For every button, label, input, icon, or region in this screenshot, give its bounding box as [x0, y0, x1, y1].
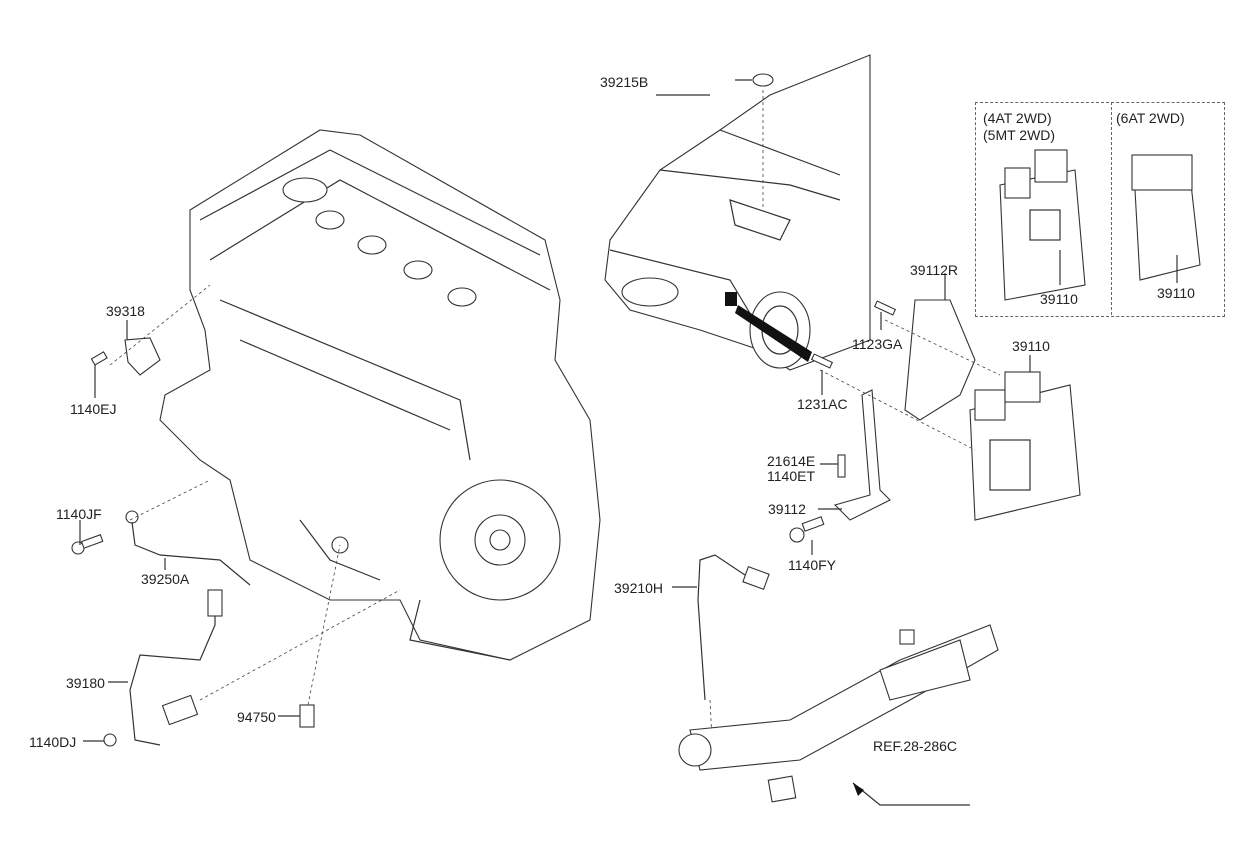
callout-arrow	[735, 305, 812, 362]
variant-label-4at: (4AT 2WD)	[983, 110, 1052, 126]
part-label-1140FY: 1140FY	[788, 557, 836, 573]
part-label-1123GA: 1123GA	[852, 336, 903, 352]
o2-sensor-wire	[697, 554, 746, 701]
part-label-39250A: 39250A	[141, 571, 190, 587]
bracket-39112r	[904, 299, 976, 421]
ecu-4at-illustration	[999, 149, 1086, 301]
crank-sensor-wire	[129, 595, 216, 746]
part-label-1140EJ: 1140EJ	[70, 401, 117, 417]
reference-label: REF.28-286C	[873, 738, 958, 754]
variant-label-6at: (6AT 2WD)	[1116, 110, 1185, 126]
part-label-39215B: 39215B	[600, 74, 649, 90]
ecu-6at-illustration	[1131, 154, 1201, 281]
part-label-39110: 39110	[1012, 338, 1050, 354]
part-label-39180: 39180	[66, 675, 105, 691]
part-label-39210H: 39210H	[614, 580, 664, 596]
exhaust-pipe-illustration	[678, 624, 999, 803]
variant-divider	[1111, 102, 1112, 315]
part-label-1140DJ: 1140DJ	[29, 734, 77, 750]
bracket-39112	[833, 389, 891, 521]
oil-pressure-switch	[299, 704, 315, 728]
ecu-main-illustration	[969, 371, 1081, 521]
cam-sensor-39318	[124, 337, 161, 376]
variant-box	[975, 102, 1225, 317]
part-label-39112: 39112	[768, 501, 806, 517]
variant-label-5mt: (5MT 2WD)	[983, 127, 1056, 143]
part-label-21614E: 21614E	[767, 453, 816, 469]
part-label-1140ET: 1140ET	[767, 468, 815, 484]
part-label-1140JF: 1140JF	[56, 506, 102, 522]
part-label-39110-6at: 39110	[1157, 285, 1195, 301]
part-label-1231AC: 1231AC	[797, 396, 848, 412]
car-illustration	[604, 54, 871, 371]
part-label-39112R: 39112R	[910, 262, 959, 278]
part-label-39110-4at: 39110	[1040, 291, 1078, 307]
part-label-39318: 39318	[106, 303, 145, 319]
part-label-94750: 94750	[237, 709, 276, 725]
engine-block-illustration	[159, 129, 601, 661]
